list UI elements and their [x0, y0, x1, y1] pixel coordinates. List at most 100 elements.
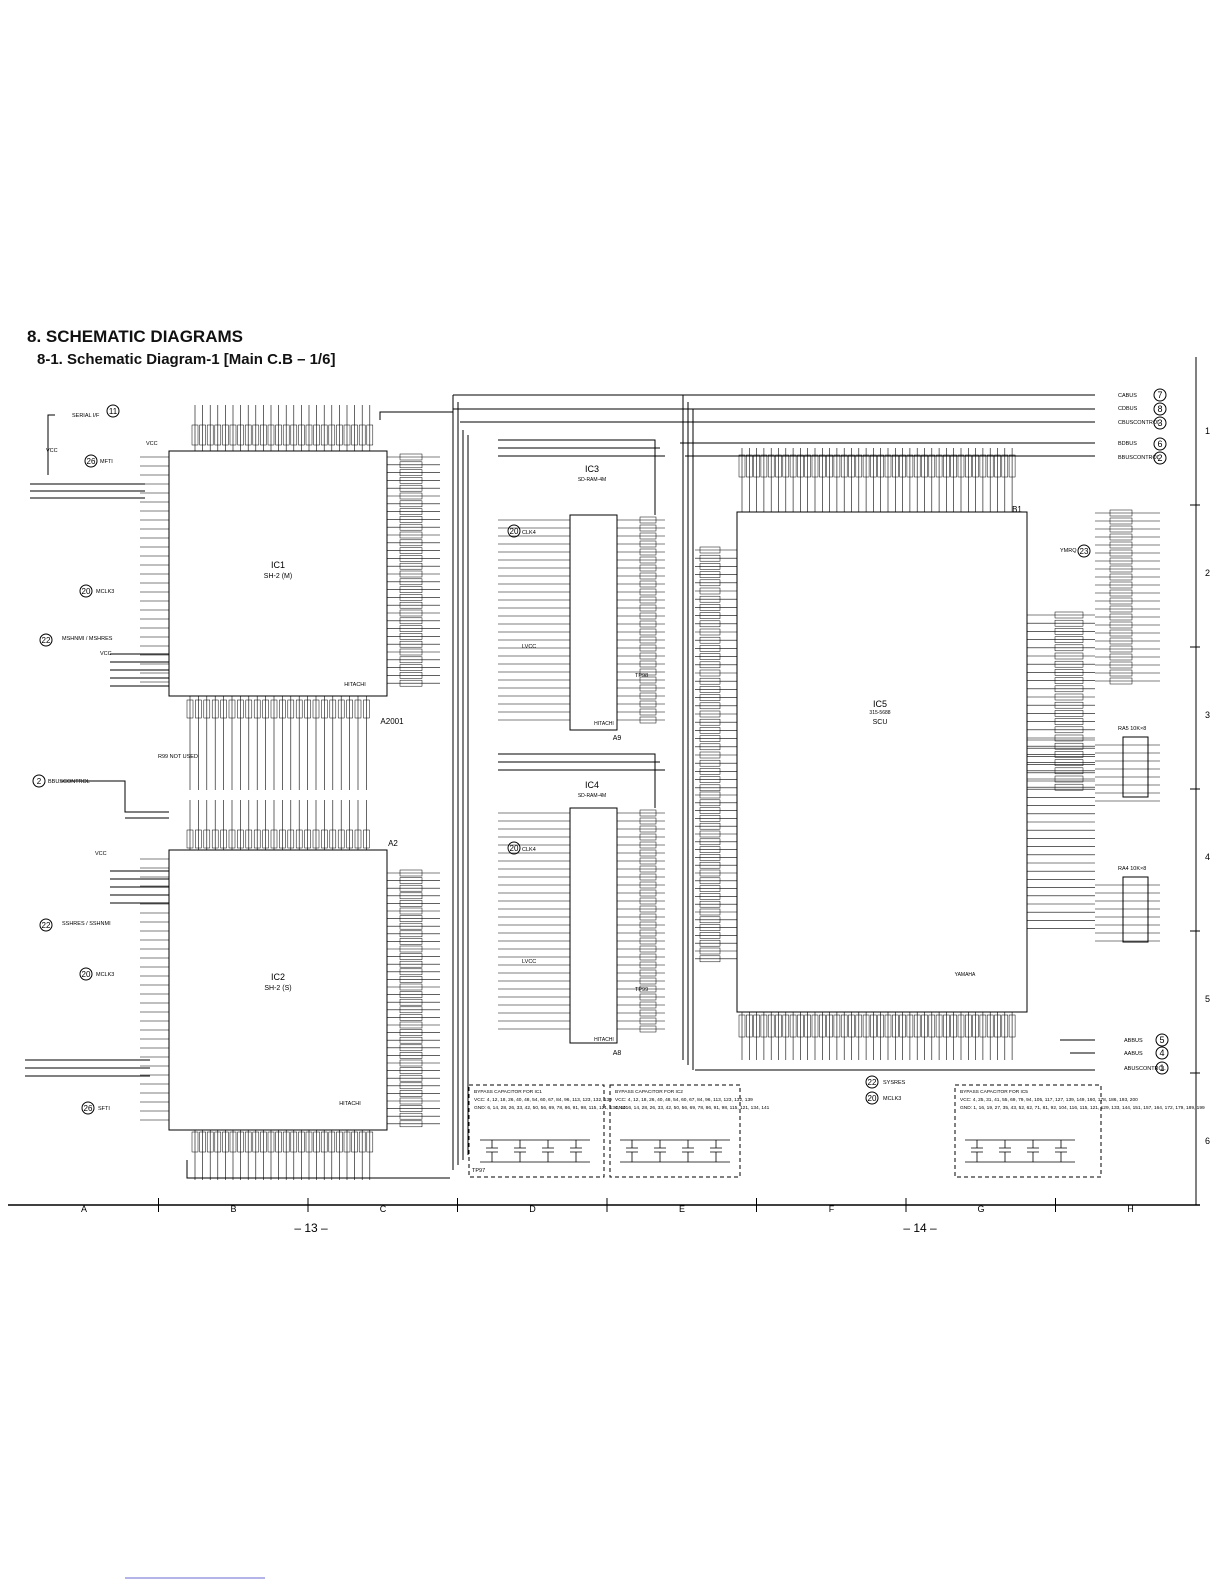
ram-right-pin-tag [639, 969, 657, 977]
ic5-bottom-pin-tag [804, 1014, 811, 1038]
ic5-bottom-pin-tag [848, 1014, 855, 1038]
ic2-bottom-pin-tag [267, 1131, 275, 1153]
ic5-right-pin-tag [1054, 775, 1084, 783]
ram-right-pin-tag [639, 532, 657, 540]
ic5-right-pin-tag [1054, 693, 1084, 701]
ic5-top-pin-tag [1008, 454, 1016, 478]
ic5-left-pin-tag [699, 735, 721, 742]
ic5-right-pin-tag [1054, 742, 1084, 750]
ic1-top-pin-tag [313, 424, 320, 446]
ic5-right-pin-tag [1054, 669, 1084, 676]
bypass-ic2-vcc: VCC: 4, 12, 18, 26, 40, 48, 54, 60, 67, … [615, 1097, 753, 1103]
bypass-box-ic5 [954, 1084, 1102, 1178]
ram-right-pin-tag [639, 628, 657, 636]
clk4a-num: 20 [510, 527, 519, 536]
sysres-label: SYSRES [883, 1080, 906, 1086]
pullup-tag [1109, 541, 1133, 549]
ic2-bottom-pin-tag [298, 1131, 305, 1153]
ic1-right-pin-tag [399, 617, 423, 625]
ic5-bottom-pin-tag [782, 1014, 790, 1038]
ic2-bottom-pin-tag [313, 1131, 320, 1153]
ic1-right-pin-tag [399, 484, 423, 492]
ic5-top-pin-tag [826, 454, 833, 478]
ic5-left-pin-tag [699, 718, 721, 726]
ic2-top-pin-tag [354, 829, 362, 849]
ymrq-label: YMRQ [1060, 548, 1077, 554]
ic5-left-pin-tag [699, 694, 721, 701]
ic5-bottom-pin-tag [950, 1014, 957, 1038]
ic5-left-pin-tag [699, 854, 721, 861]
serial-num: 11 [109, 407, 118, 416]
ic5-top-pin-tag [986, 454, 994, 478]
ram-right-pin-tag [639, 961, 657, 969]
ic5-left-pin-tag [699, 653, 721, 660]
ic2-top-pin-tag [203, 829, 211, 849]
ic5-right-pin-tag [1054, 652, 1084, 660]
ic5-top-pin-tag [855, 454, 863, 478]
ic5-left-pin-tag [699, 776, 721, 783]
ic2-top-pin-tag [262, 829, 269, 849]
bus-marker-3 [1153, 416, 1167, 430]
ic5-top-pin-tag [943, 454, 950, 478]
ic5-left-pin-tag [699, 677, 721, 685]
mres-num: 22 [42, 636, 51, 645]
ic1-right-pin-tag [399, 656, 423, 664]
ic5-left-pin-tag [699, 546, 721, 554]
page-number-right: – 14 – [903, 1221, 937, 1235]
ic2-bottom-pin-tag [328, 1131, 336, 1153]
mfti-num: 26 [87, 457, 96, 466]
ic5-top-pin-tag [789, 454, 797, 478]
ic5-left-pin-tag [699, 807, 721, 814]
ic2-bottom-pin-tag [222, 1131, 229, 1153]
pullup-tag [1109, 549, 1133, 557]
grid-row-label: 5 [1205, 994, 1210, 1004]
ic5-left-pin-tag [699, 822, 721, 830]
bus-lines-bottom [695, 1039, 1095, 1071]
ic5-left-pin-tag [699, 932, 721, 939]
ic1-right-pin-tag [399, 570, 423, 578]
ic5-top-pin-tag [767, 454, 775, 478]
ic5-bottom-pin-tag [892, 1014, 899, 1038]
ic5-left-pin-tag [699, 571, 721, 578]
ic1-right-pin-tag [399, 609, 423, 617]
ic5-bottom-pin-tag [775, 1014, 782, 1038]
pullup-tag [1109, 629, 1133, 637]
ic5-top-pin-tag [994, 454, 1001, 478]
ic3-part: SD-RAM-4M [578, 477, 606, 483]
ram-right-pin-tag [639, 857, 657, 865]
ic5-top-pin-tag [840, 454, 848, 478]
ic5-left-pin-tag [699, 869, 721, 877]
ic2-top-pin-tag [287, 829, 295, 849]
clk4b-num: 20 [510, 844, 519, 853]
ic2-right-pin-tag [399, 998, 423, 1006]
ic2-right-pin-tag [399, 915, 423, 922]
ram-right-pin-tag [639, 913, 657, 921]
ic5-part: 315-5688 [869, 710, 890, 716]
ic1-top-pin-tag [191, 424, 199, 446]
ic5-bottom-pin-tag [746, 1014, 753, 1038]
ram-right-pin-tag [639, 937, 657, 945]
ram-right-pin-tag [639, 708, 657, 716]
ic5-bottom-pin-tag [972, 1014, 979, 1038]
ram-right-pin-tag [639, 612, 657, 620]
ic2-bottom-pin-tag [351, 1131, 358, 1153]
ic5-right-pin-tag [1054, 751, 1084, 758]
ic5-bottom-pin-tag [935, 1014, 943, 1038]
ic5-bottom-pin-tag [994, 1014, 1001, 1038]
bypass-ic1-title: BYPASS CAPACITOR FOR IC1 [474, 1089, 542, 1095]
ic5-left-pin-tag [699, 620, 721, 628]
ic2-right-pin-tag [399, 1120, 423, 1128]
ic5-bottom-pin-tag [906, 1014, 914, 1038]
ic1-bottom-pin-tag [363, 699, 370, 719]
ic1-right-pin-tag [399, 516, 423, 523]
ic5-bottom-pin-tag [833, 1014, 841, 1038]
ram-right-pin-tag [639, 604, 657, 612]
bypass-ic1-vcc: VCC: 4, 12, 18, 26, 40, 48, 54, 60, 67, … [474, 1097, 612, 1103]
ic2-right-pin-tag [399, 892, 423, 900]
ic2-right-pin-tag [399, 930, 423, 938]
bypass-ic5-vcc: VCC: 4, 25, 31, 41, 55, 69, 79, 94, 105,… [960, 1097, 1138, 1103]
ic2-right-pin-tag [399, 1082, 423, 1090]
ic1-top-pin-tag [358, 424, 366, 446]
